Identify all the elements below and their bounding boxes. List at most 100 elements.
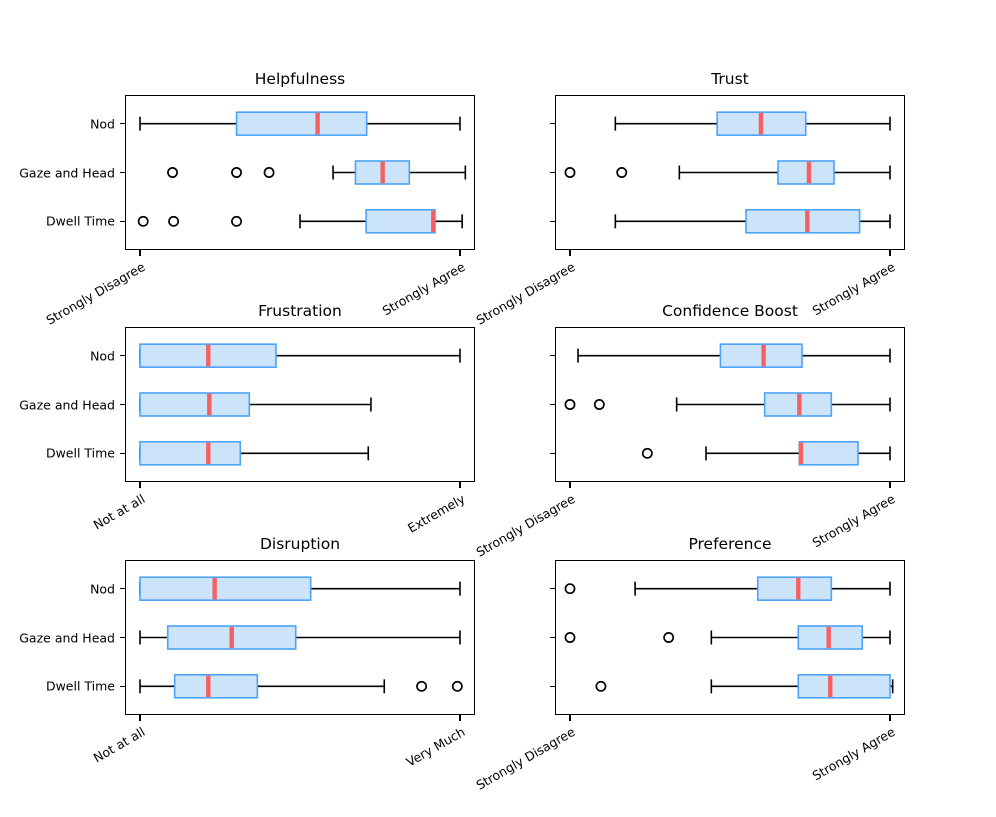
median-line	[212, 577, 217, 600]
box-nod	[139, 576, 461, 601]
x-tickmark	[139, 482, 141, 488]
box-nod	[139, 111, 461, 136]
outlier-marker	[564, 583, 576, 595]
box-dwell-time	[641, 441, 891, 466]
box-dwell-time	[139, 441, 370, 466]
x-tickmark	[569, 715, 571, 721]
median-line	[796, 577, 801, 600]
y-tickmark	[120, 171, 125, 174]
y-tickmark	[120, 685, 125, 688]
median-line	[206, 442, 211, 465]
y-axis-label-gaze-and-head: Gaze and Head	[19, 165, 115, 180]
subplot-title: Disruption	[259, 535, 341, 553]
x-tick-label: Not at all	[90, 724, 148, 766]
outlier-marker	[564, 399, 576, 410]
box-nod	[564, 576, 891, 601]
box-body	[756, 576, 833, 601]
box-dwell-time	[614, 209, 891, 234]
y-tickmark	[550, 122, 555, 125]
y-axis-label-dwell-time: Dwell Time	[45, 445, 115, 461]
box-body	[797, 674, 891, 699]
box-nod	[139, 343, 461, 368]
median-line	[761, 344, 766, 367]
y-tickmark	[120, 452, 125, 455]
outlier-marker	[167, 167, 178, 178]
box-body	[777, 160, 835, 185]
outlier-marker	[451, 680, 463, 692]
y-tickmark	[550, 452, 555, 455]
outlier-marker	[593, 399, 605, 410]
subplot-title: Trust	[711, 70, 749, 88]
subplot-title: Confidence Boost	[662, 302, 798, 320]
boxplot-layer	[137, 111, 467, 234]
y-axis-label-dwell-time: Dwell Time	[45, 678, 115, 694]
y-tickmark	[550, 171, 555, 174]
x-tickmark	[459, 250, 461, 256]
outlier-marker	[641, 447, 653, 459]
subplot-title: Helpfulness	[254, 70, 346, 88]
y-axis-label-nod: Nod	[90, 116, 115, 132]
subplot-title: Preference	[688, 535, 772, 553]
box-body	[173, 674, 259, 699]
boxplot-layer	[564, 343, 891, 466]
y-tickmark	[120, 636, 125, 639]
median-line	[206, 344, 211, 367]
x-tickmark	[889, 250, 891, 256]
boxplot-layer	[139, 576, 463, 699]
box-body	[798, 441, 859, 466]
y-axis-label-dwell-time: Dwell Time	[45, 213, 115, 229]
median-line	[206, 675, 211, 698]
median-line	[758, 112, 764, 135]
outlier-marker	[231, 215, 242, 227]
x-tickmark	[139, 715, 141, 721]
y-tickmark	[120, 403, 125, 406]
box-body	[139, 576, 312, 601]
x-tickmark	[569, 482, 571, 488]
x-tickmark	[459, 482, 461, 488]
outlier-marker	[663, 632, 675, 643]
outlier-marker	[263, 167, 275, 178]
y-tickmark	[120, 354, 125, 357]
y-tickmark	[550, 685, 555, 688]
median-line	[806, 161, 812, 184]
x-tickmark	[889, 715, 891, 721]
x-tick-label: Strongly Agree	[809, 724, 898, 784]
box-gaze-and-head	[564, 392, 891, 417]
y-tickmark	[120, 220, 125, 223]
box-nod	[577, 343, 891, 368]
box-gaze-and-head	[564, 160, 891, 185]
x-tickmark	[569, 250, 571, 256]
median-line	[380, 161, 385, 184]
y-axis-label-nod: Nod	[90, 581, 115, 597]
y-tickmark	[550, 403, 555, 406]
x-tickmark	[889, 482, 891, 488]
subplot-title: Frustration	[258, 302, 342, 320]
median-line	[828, 675, 833, 698]
box-nod	[614, 111, 891, 136]
outlier-marker	[416, 680, 428, 692]
median-line	[315, 112, 320, 135]
outlier-marker	[616, 167, 628, 178]
box-body	[719, 343, 803, 368]
median-line	[207, 393, 212, 416]
box-gaze-and-head	[139, 392, 372, 417]
y-tickmark	[120, 587, 125, 590]
median-line	[798, 442, 804, 465]
y-tickmark	[550, 636, 555, 639]
y-tickmark	[550, 220, 555, 223]
median-line	[797, 393, 802, 416]
boxplot-layer	[139, 343, 461, 466]
box-gaze-and-head	[139, 625, 461, 650]
box-body	[235, 111, 368, 136]
outlier-marker	[564, 167, 576, 178]
box-gaze-and-head	[167, 160, 467, 185]
box-body	[745, 209, 861, 234]
box-dwell-time	[137, 209, 463, 234]
box-body	[365, 209, 436, 234]
y-axis-label-nod: Nod	[90, 348, 115, 364]
box-dwell-time	[139, 674, 463, 699]
box-gaze-and-head	[564, 625, 891, 650]
median-line	[431, 210, 436, 233]
boxplot-layer	[564, 111, 891, 234]
